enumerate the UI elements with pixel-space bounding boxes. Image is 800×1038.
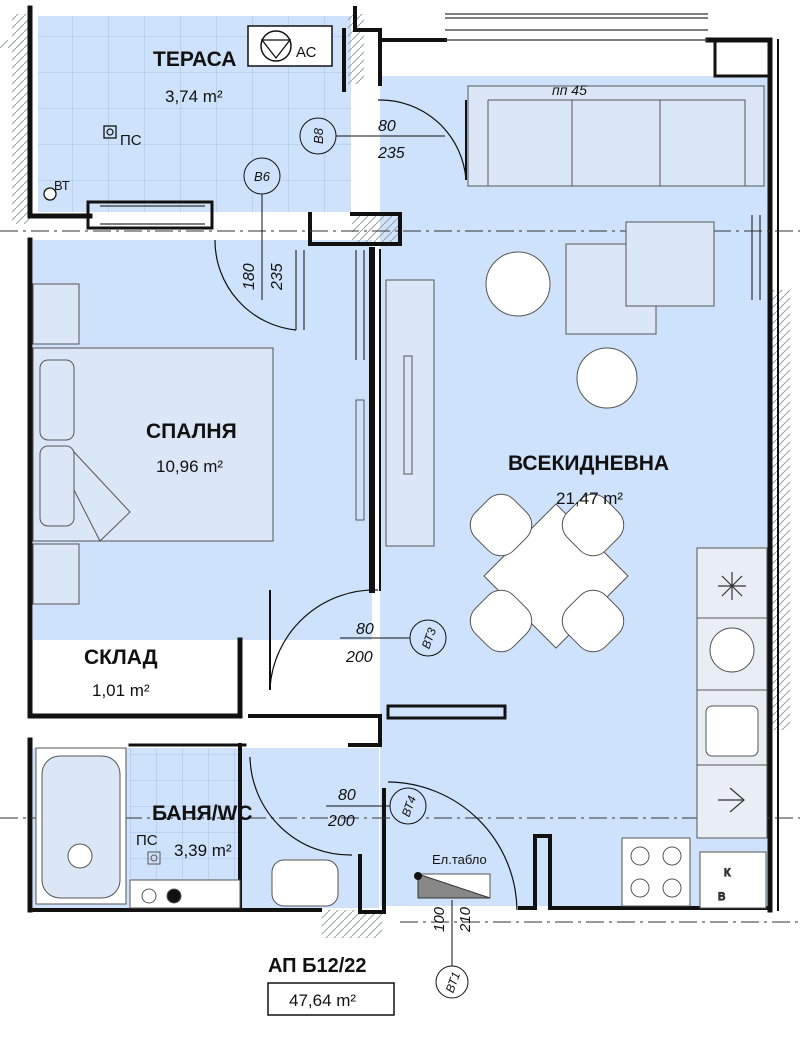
svg-text:ВТ3: ВТ3 xyxy=(419,626,440,651)
hatched-walls xyxy=(0,14,790,938)
blanket-fold xyxy=(73,450,131,542)
ac-unit xyxy=(247,25,333,67)
total-area: 47,64 m² xyxy=(289,991,356,1010)
apartment-label: АП Б12/22 47,64 m² xyxy=(267,955,395,1016)
svg-text:80: 80 xyxy=(356,621,374,638)
snowflake-icon xyxy=(718,572,746,600)
total-area-box xyxy=(267,982,395,1016)
kitchen-icons: К В xyxy=(717,572,746,904)
downpipe-icon xyxy=(43,187,57,201)
terrace-fixtures: АС ПС ВТ xyxy=(43,25,333,201)
nightstand-bottom xyxy=(32,543,80,605)
storage-name: СКЛАД xyxy=(84,646,158,669)
chair-3 xyxy=(469,589,533,653)
room-labels: ТЕРАСА 3,74 m² СПАЛНЯ 10,96 m² ВСЕКИДНЕВ… xyxy=(84,48,669,867)
svg-text:В8: В8 xyxy=(311,127,326,144)
pouf xyxy=(485,251,551,317)
bedroom-furniture xyxy=(32,279,435,605)
ps-bath-label: ПС xyxy=(136,832,158,849)
chair-2 xyxy=(561,493,625,557)
bt-label: ВТ xyxy=(54,178,70,193)
svg-text:180: 180 xyxy=(241,263,258,290)
bedroom-name: СПАЛНЯ xyxy=(146,420,237,443)
coffee-table xyxy=(576,347,638,409)
ps-terrace-label: ПС xyxy=(120,132,142,149)
storage-area: 1,01 m² xyxy=(92,681,150,700)
nightstand-top xyxy=(32,283,80,345)
svg-text:ВТ1: ВТ1 xyxy=(443,970,463,995)
fan-icon xyxy=(260,30,292,62)
door-annotations: В8 80 235 В6 180 235 ВТ3 80 200 ВТ4 80 2… xyxy=(241,117,474,999)
side-table xyxy=(625,221,715,307)
svg-text:200: 200 xyxy=(327,813,355,830)
svg-text:В: В xyxy=(718,891,725,903)
sofa xyxy=(467,85,765,187)
drain-icon xyxy=(103,125,117,139)
svg-text:100: 100 xyxy=(431,906,448,932)
pillow-top xyxy=(39,359,75,441)
apartment-code: АП Б12/22 xyxy=(268,955,367,977)
el-tablo-label: Ел.табло xyxy=(432,852,487,867)
drain-icon-bath xyxy=(147,851,161,865)
pillow-bottom xyxy=(39,445,75,527)
svg-text:200: 200 xyxy=(345,649,373,666)
shower-drain xyxy=(67,843,93,869)
stove xyxy=(621,837,691,907)
bathroom-fixtures xyxy=(35,747,339,909)
terrace-name: ТЕРАСА xyxy=(153,48,236,71)
svg-text:80: 80 xyxy=(338,787,356,804)
washbasin xyxy=(271,859,339,907)
hood-icon xyxy=(718,787,745,813)
bathroom-area: 3,39 m² xyxy=(174,841,232,860)
svg-text:235: 235 xyxy=(377,145,405,162)
storage-floor xyxy=(36,643,236,711)
pp45-label: пп 45 xyxy=(552,82,587,98)
living-name: ВСЕКИДНЕВНА xyxy=(508,452,669,475)
windows xyxy=(100,13,761,360)
bathroom-name: БАНЯ/WC xyxy=(152,802,253,825)
svg-text:К: К xyxy=(724,867,731,879)
chair-4 xyxy=(561,589,625,653)
door-swings xyxy=(214,99,518,911)
svg-text:210: 210 xyxy=(457,906,474,933)
boiler-cabinet xyxy=(699,851,767,909)
wardrobe xyxy=(385,279,435,547)
kitchen-sink xyxy=(705,705,759,757)
svg-text:235: 235 xyxy=(269,263,286,291)
terrace-area: 3,74 m² xyxy=(165,87,223,106)
svg-text:80: 80 xyxy=(378,118,396,135)
ac-label: АС xyxy=(296,44,317,61)
cooktop-icon xyxy=(709,627,755,673)
svg-text:ВТ4: ВТ4 xyxy=(399,794,420,819)
living-area: 21,47 m² xyxy=(556,489,623,508)
bedroom-area: 10,96 m² xyxy=(156,457,223,476)
chair-1 xyxy=(469,493,533,557)
walls xyxy=(27,5,779,914)
svg-text:В6: В6 xyxy=(254,169,271,184)
